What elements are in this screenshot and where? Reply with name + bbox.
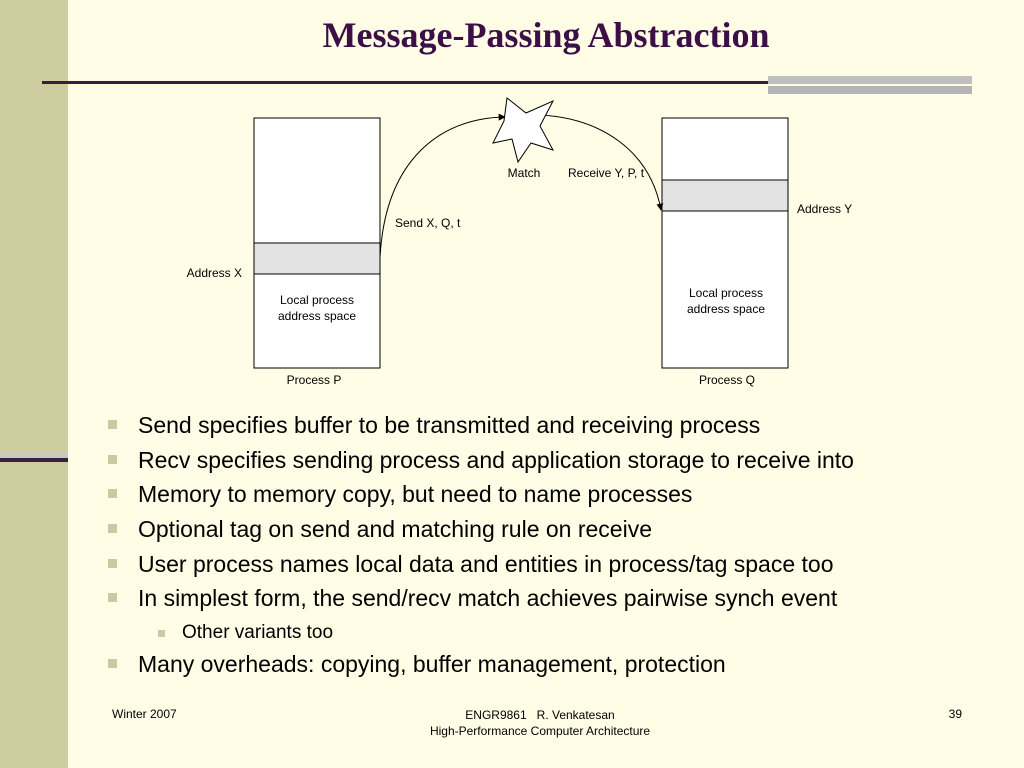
bullet-item: Many overheads: copying, buffer manageme… [106,649,854,684]
bullet-item: In simplest form, the send/recv match ac… [106,583,854,618]
send-arrow [379,113,506,259]
left-band-accent [0,452,68,458]
title-underline [42,81,773,84]
address-y-label: Address Y [797,202,852,216]
address-x-label: Address X [187,266,242,280]
process-q-buffer [661,179,789,212]
bullet-square-icon [108,489,117,499]
receive-label: Receive Y, P, t [568,166,645,180]
bullet-item: Optional tag on send and matching rule o… [106,514,854,549]
process-q-label: Process Q [699,373,755,387]
process-p-space-label-2: address space [278,309,356,323]
footer-course-line2: High-Performance Computer Architecture [429,724,651,738]
title-rule-accent-2 [768,86,972,94]
bullet-square-icon [108,558,117,568]
process-p-buffer [253,242,381,275]
process-p-space-label-1: Local process [280,293,354,307]
bullet-square-icon [108,659,117,669]
bullet-square-icon [108,593,117,603]
process-p-label: Process P [287,373,342,387]
bullet-item: User process names local data and entiti… [106,549,854,584]
process-q-box [661,117,789,369]
bullet-item: Recv specifies sending process and appli… [106,445,854,480]
bullet-item: Memory to memory copy, but need to name … [106,479,854,514]
match-label: Match [508,166,541,180]
footer-course-line1: ENGR9861 R. Venkatesan [465,708,615,722]
match-star-icon [492,97,555,164]
process-q-space-label-1: Local process [689,286,763,300]
bullet-square-icon [108,420,117,429]
sub-bullet-square-icon [158,630,165,638]
send-label: Send X, Q, t [395,216,461,230]
slide-title: Message-Passing Abstraction [322,15,770,55]
bullet-square-icon [108,454,117,464]
receive-arrow [539,114,664,211]
bullet-list: Send specifies buffer to be transmitted … [106,410,854,684]
sub-bullet-item: Other variants too [106,618,854,649]
left-decor-band [0,0,68,768]
bullet-item: Send specifies buffer to be transmitted … [106,410,854,445]
title-rule-accent [768,76,972,84]
footer-course: ENGR9861 R. Venkatesan High-Performance … [340,707,740,739]
bullet-square-icon [108,524,117,534]
slide-number: 39 [948,707,962,721]
footer-date: Winter 2007 [112,707,177,721]
process-q-space-label-2: address space [687,302,765,316]
left-band-accent-dark [0,458,68,462]
